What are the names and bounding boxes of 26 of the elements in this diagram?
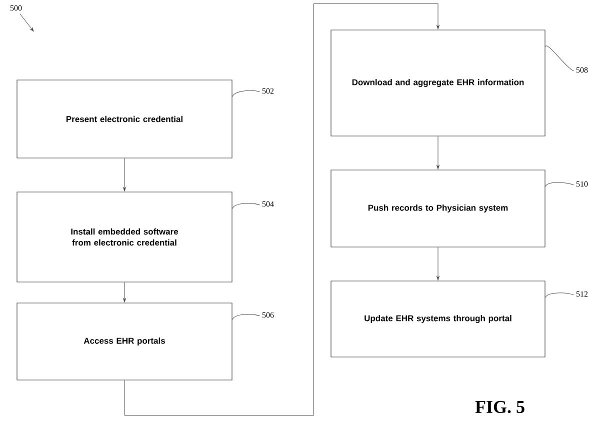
reference-number: 508 — [576, 67, 588, 73]
reference-number: 512 — [576, 291, 588, 297]
arrow — [123, 158, 126, 192]
reference-number: 506 — [262, 312, 274, 318]
arrow — [123, 282, 126, 302]
reference-number: 504 — [262, 201, 274, 207]
leader-line — [232, 314, 260, 320]
leader-line — [545, 46, 574, 72]
leader-line — [232, 203, 260, 209]
figure-caption: FIG. 5 — [475, 400, 524, 414]
process-box: Access EHR portals — [16, 302, 232, 380]
reference-number: 510 — [576, 181, 588, 187]
leader-line — [545, 182, 574, 187]
leader-line — [232, 90, 260, 97]
process-box: Push records to Physician system — [330, 170, 546, 248]
arrow — [436, 136, 440, 170]
arrow — [436, 247, 440, 280]
reference-number: 500 — [10, 5, 22, 11]
arrow — [124, 3, 440, 416]
leader-line — [545, 292, 574, 298]
process-box: Download and aggregate EHR information — [330, 30, 546, 136]
process-box: Present electronic credential — [16, 80, 232, 158]
process-box: Update EHR systems through portal — [330, 280, 546, 358]
arrow — [20, 14, 34, 32]
process-box: Install embedded software from electronic credential — [16, 192, 232, 282]
reference-number: 502 — [262, 88, 274, 94]
